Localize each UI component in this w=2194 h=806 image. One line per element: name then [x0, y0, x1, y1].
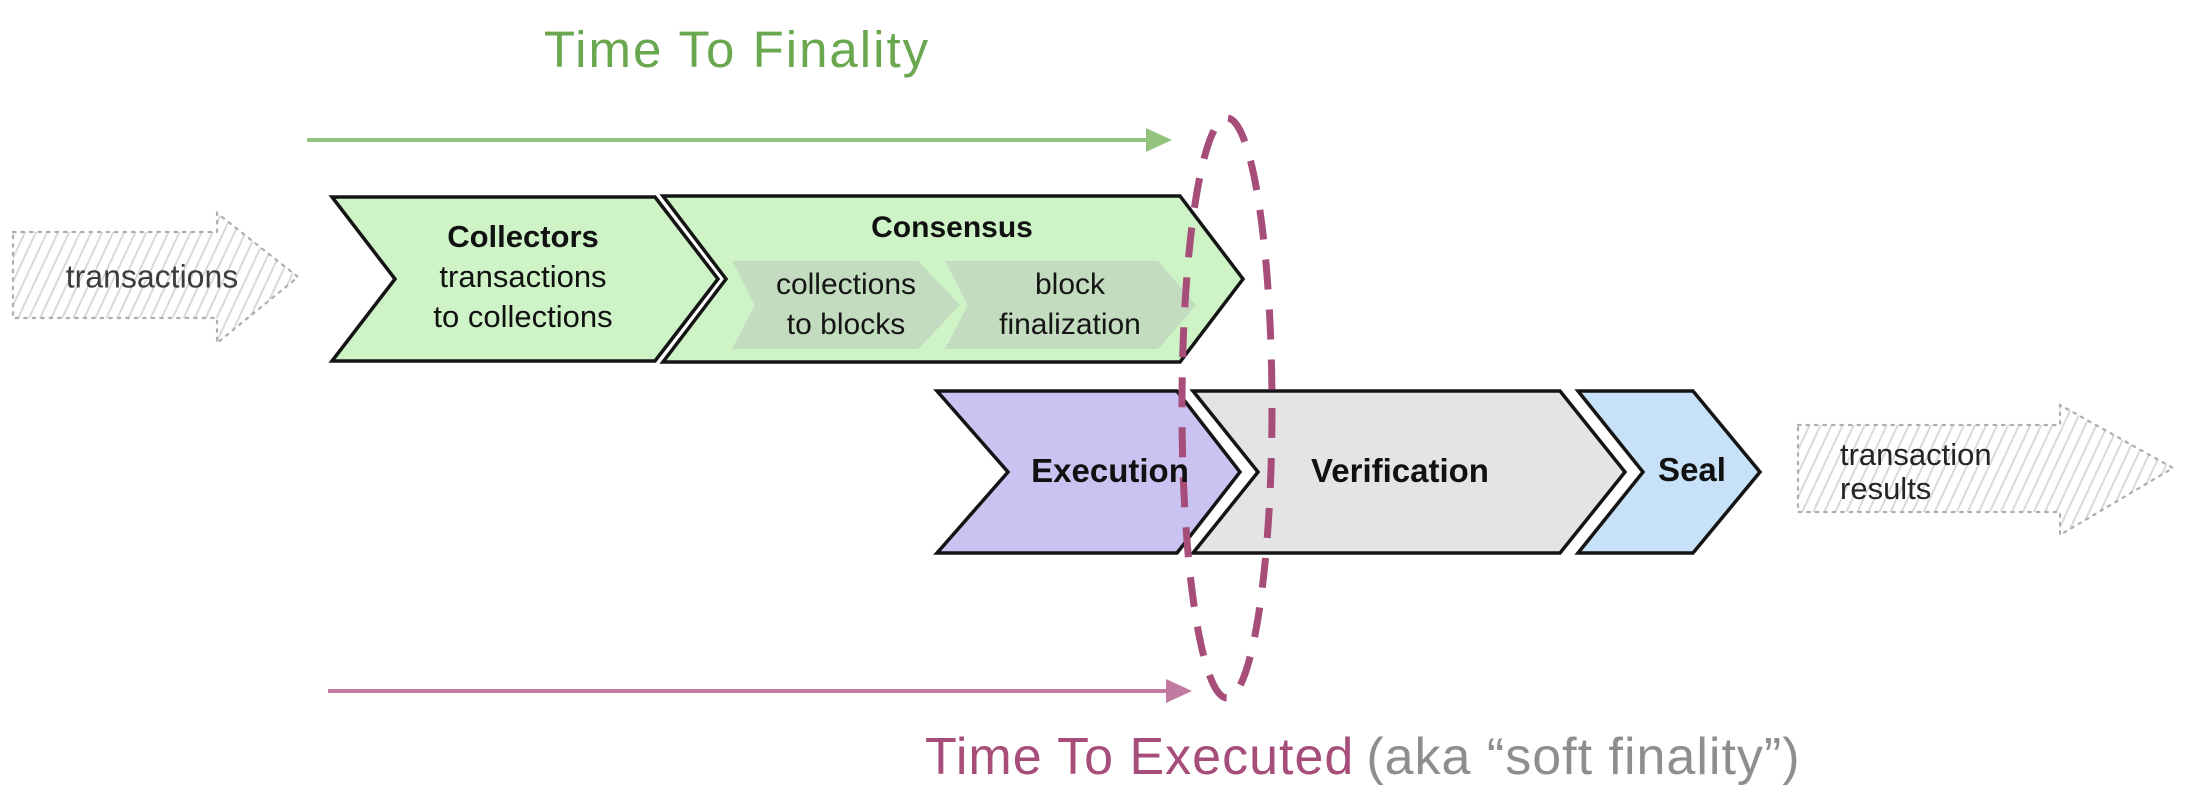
transaction-results-line1: transaction [1840, 437, 1992, 472]
verification-label: Verification [1311, 452, 1489, 489]
time-to-executed-arrowhead [1166, 679, 1192, 703]
block-finalization-line1: block [1034, 268, 1106, 301]
time-to-executed-title: Time To Executed(aka “soft finality”) [925, 727, 1801, 787]
collectors-desc-line1: transactions [439, 259, 607, 294]
collections-to-blocks-substep-chevron [732, 261, 960, 349]
collections-to-blocks-label: collections to blocks [776, 265, 916, 345]
transactions-arrow-label: transactions [65, 258, 239, 295]
executed-boundary-ellipse [1178, 114, 1276, 702]
seal-chevron [1574, 389, 1763, 555]
time-to-finality-arrowhead [1146, 128, 1172, 152]
verification-chevron [1189, 389, 1628, 555]
transaction-results-arrow-outline [1796, 403, 2176, 537]
block-finalization-line2: finalization [999, 308, 1141, 341]
execution-label: Execution [1031, 452, 1189, 489]
execution-chevron [933, 389, 1243, 555]
transactions-arrow-outline [11, 210, 300, 346]
collectors-desc-line2: to collections [433, 299, 613, 334]
consensus-title: Consensus [871, 211, 1033, 244]
collectors-label: Collectors transactions to collections [433, 217, 612, 337]
soft-finality-suffix: (aka “soft finality”) [1366, 728, 1801, 786]
seal-label: Seal [1658, 451, 1726, 488]
time-to-finality-title: Time To Finality [543, 21, 931, 78]
time-to-executed-text: Time To Executed [925, 728, 1355, 786]
transaction-results-line2: results [1840, 471, 1932, 506]
block-finalization-substep-chevron [945, 261, 1196, 349]
collections-to-blocks-line2: to blocks [786, 308, 906, 341]
collectors-title: Collectors [447, 219, 599, 254]
transaction-results-arrow-label: transaction results [1840, 438, 1992, 506]
collectors-chevron [328, 195, 721, 363]
collections-to-blocks-line1: collections [775, 268, 917, 301]
block-finalization-label: block finalization [999, 265, 1141, 345]
